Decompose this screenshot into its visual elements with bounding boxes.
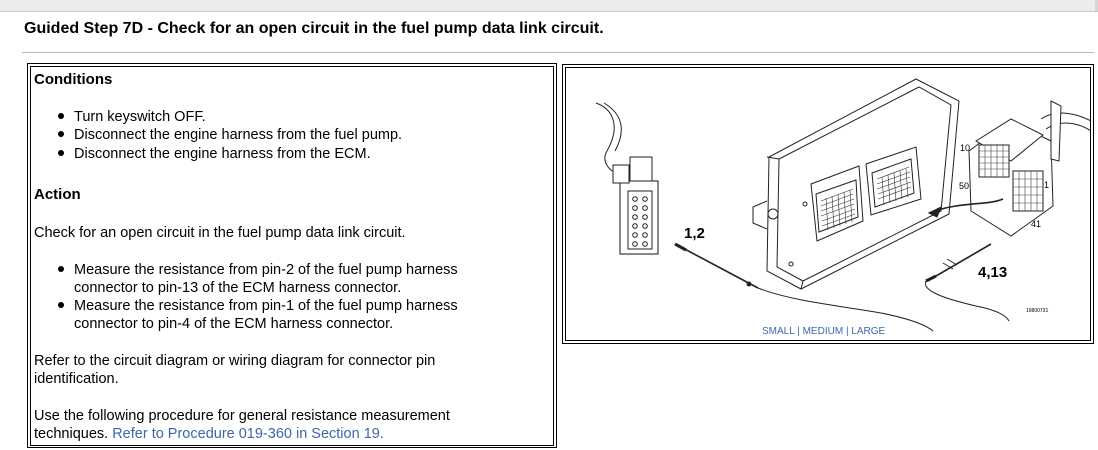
probe-label-right: 4,13 [978,264,1007,281]
procedure-line-2: techniques. Refer to Procedure 019-360 i… [34,425,384,443]
action-heading: Action [34,186,81,203]
probe-label-left: 1,2 [684,225,705,242]
action-item-2-line2: connector to pin-4 of the ECM harness co… [74,316,394,332]
connector-illustration: 1,2 4,13 10 50 1 41 19800731 [595,78,1090,332]
size-large-link[interactable]: LARGE [851,326,886,337]
conditions-heading: Conditions [34,71,113,88]
procedure-prefix: techniques. [34,426,109,442]
procedure-line-1: Use the following procedure for general … [34,408,450,424]
action-item-1-line1: Measure the resistance from pin-2 of the… [74,262,458,278]
pin-label-41: 41 [1031,219,1041,229]
bullet [58,261,66,272]
separator: | [797,326,800,337]
condition-item: Turn keyswitch OFF. [74,109,206,125]
size-medium-link[interactable]: MEDIUM [802,326,844,337]
title-divider [22,52,1094,53]
action-item-2-line1: Measure the resistance from pin-1 of the… [74,298,458,314]
condition-item: Disconnect the engine harness from the f… [74,127,403,143]
figure-id: 19800731 [1026,308,1048,314]
bullet [58,297,66,308]
condition-item: Disconnect the engine harness from the E… [74,146,371,162]
figure-panel-outer [562,64,1094,344]
pin-label-10: 10 [960,143,970,153]
procedure-link[interactable]: Refer to Procedure 019-360 in Section 19… [112,426,384,442]
instructions-panel-outer [27,63,557,448]
bullet [58,145,66,156]
separator: | [845,326,849,337]
image-size-links: SMALL | MEDIUM | LARGE [762,326,885,337]
action-item-1-line2: connector to pin-13 of the ECM harness c… [74,280,402,296]
instructions-panel [30,66,554,446]
refer-line-1: Refer to the circuit diagram or wiring d… [34,353,436,369]
pin-label-1: 1 [1044,180,1049,190]
pin-label-50: 50 [959,181,969,191]
refer-line-2: identification. [34,371,119,387]
bullet [58,126,66,137]
figure-panel: 1,2 4,13 10 50 1 41 19800731 [565,67,1091,341]
bullet [58,108,66,119]
page-title: Guided Step 7D - Check for an open circu… [24,20,604,37]
window-top-bar [0,0,1098,12]
size-small-link[interactable]: SMALL [762,326,795,337]
scrollbar-edge [1095,0,1098,11]
action-intro: Check for an open circuit in the fuel pu… [34,225,406,241]
